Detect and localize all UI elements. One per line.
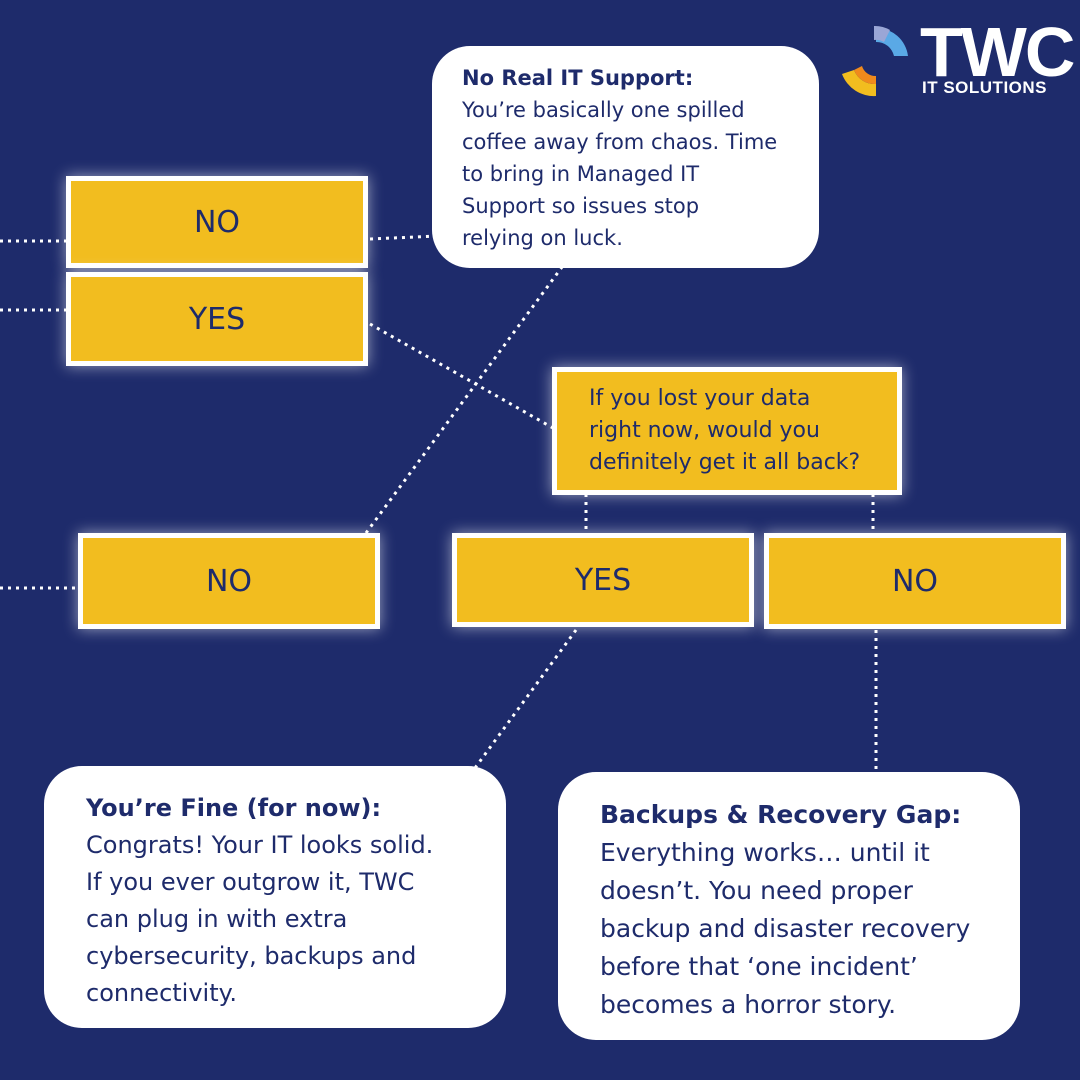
brand-name: TWC: [920, 13, 1075, 91]
outcome-body: Congrats! Your IT looks solid. If you ev…: [86, 831, 434, 1007]
connector-yes-to-fine: [473, 629, 578, 769]
answer-box-mid-left-no: NO: [78, 533, 380, 629]
answer-box-backup-no: NO: [764, 533, 1066, 629]
connector-mid-no-to-no-support: [364, 266, 564, 534]
brand-mark-icon: [842, 25, 908, 97]
answer-box-top-no: NO: [66, 176, 368, 268]
brand-logo: TWC IT SOLUTIONS: [836, 14, 1075, 100]
connector-top-yes-to-question: [369, 322, 554, 430]
question-box-data-backup: If you lost your data right now, would y…: [552, 367, 902, 495]
outcome-title: You’re Fine (for now):: [86, 794, 382, 822]
outcome-title: Backups & Recovery Gap:: [600, 800, 962, 829]
outcome-body: You’re basically one spilled coffee away…: [462, 98, 778, 250]
outcome-card-backups-gap: Backups & Recovery Gap: Everything works…: [558, 772, 1020, 1040]
outcome-body: Everything works… until it doesn’t. You …: [600, 838, 971, 1019]
outcome-card-no-it-support: No Real IT Support: You’re basically one…: [432, 46, 819, 268]
connector-top-no-to-no-support: [369, 234, 439, 241]
brand-tagline: IT SOLUTIONS: [922, 78, 1047, 97]
answer-box-backup-yes: YES: [452, 533, 754, 627]
outcome-title: No Real IT Support:: [462, 66, 694, 90]
answer-box-top-yes: YES: [66, 272, 368, 366]
outcome-card-youre-fine: You’re Fine (for now): Congrats! Your IT…: [44, 766, 506, 1028]
